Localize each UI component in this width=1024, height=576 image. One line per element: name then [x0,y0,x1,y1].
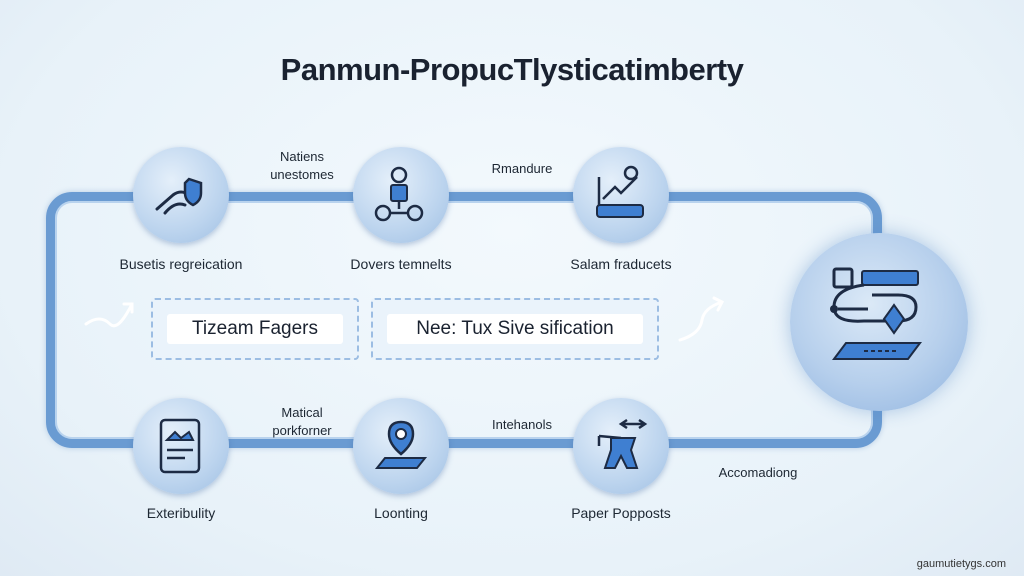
connector-label-line: porkforner [272,423,332,438]
swirl-arrow-left-icon [80,294,140,359]
text-box-label: Tizeam Fagers [167,314,343,344]
text-box-2: Nee: Tux Sive sification [371,298,659,360]
workflow-conveyor-icon [830,267,922,360]
node-paper-popposts [573,398,669,494]
node-label: Paper Popposts [571,505,671,521]
connector-label-right: Accomadiong [718,465,798,480]
hub-circle [790,233,968,411]
node-label: Dovers temnelts [350,256,452,272]
node-salam-fraducets [573,147,669,243]
credit-text: gaumutietygs.com [916,558,1006,570]
node-label: Busetis regreication [119,256,243,272]
connector-label-line: unestomes [270,167,334,182]
connector-label-bottom-2: Intehanols [492,417,552,432]
node-label: Loonting [374,505,428,521]
text-box-label: Nee: Tux Sive sification [387,314,643,344]
node-business-regreication [133,147,229,243]
person-arrows-icon [597,418,648,469]
node-label: Exteribulity [146,505,216,521]
node-dovers-temnelts [353,147,449,243]
connector-label-top-2: Rmandure [491,161,553,176]
connector-label-top-1: Natiens unestomes [252,148,352,184]
document-icon [159,418,201,474]
connector-label-line: Natiens [279,149,325,164]
map-pin-icon [374,420,428,469]
swirl-arrow-right-icon [672,290,732,355]
node-exteribulity [133,398,229,494]
connector-label-bottom-1: Matical porkforner [252,404,352,440]
people-network-icon [374,166,424,222]
diagram-title: Panmun-PropucTlysticatimberty [280,52,744,87]
handshake-shield-icon [155,177,203,215]
node-label: Salam fraducets [570,256,672,272]
node-loonting [353,398,449,494]
text-box-1: Tizeam Fagers [151,298,359,360]
chart-clipboard-icon [596,165,644,218]
connector-label-line: Matical [281,405,323,420]
